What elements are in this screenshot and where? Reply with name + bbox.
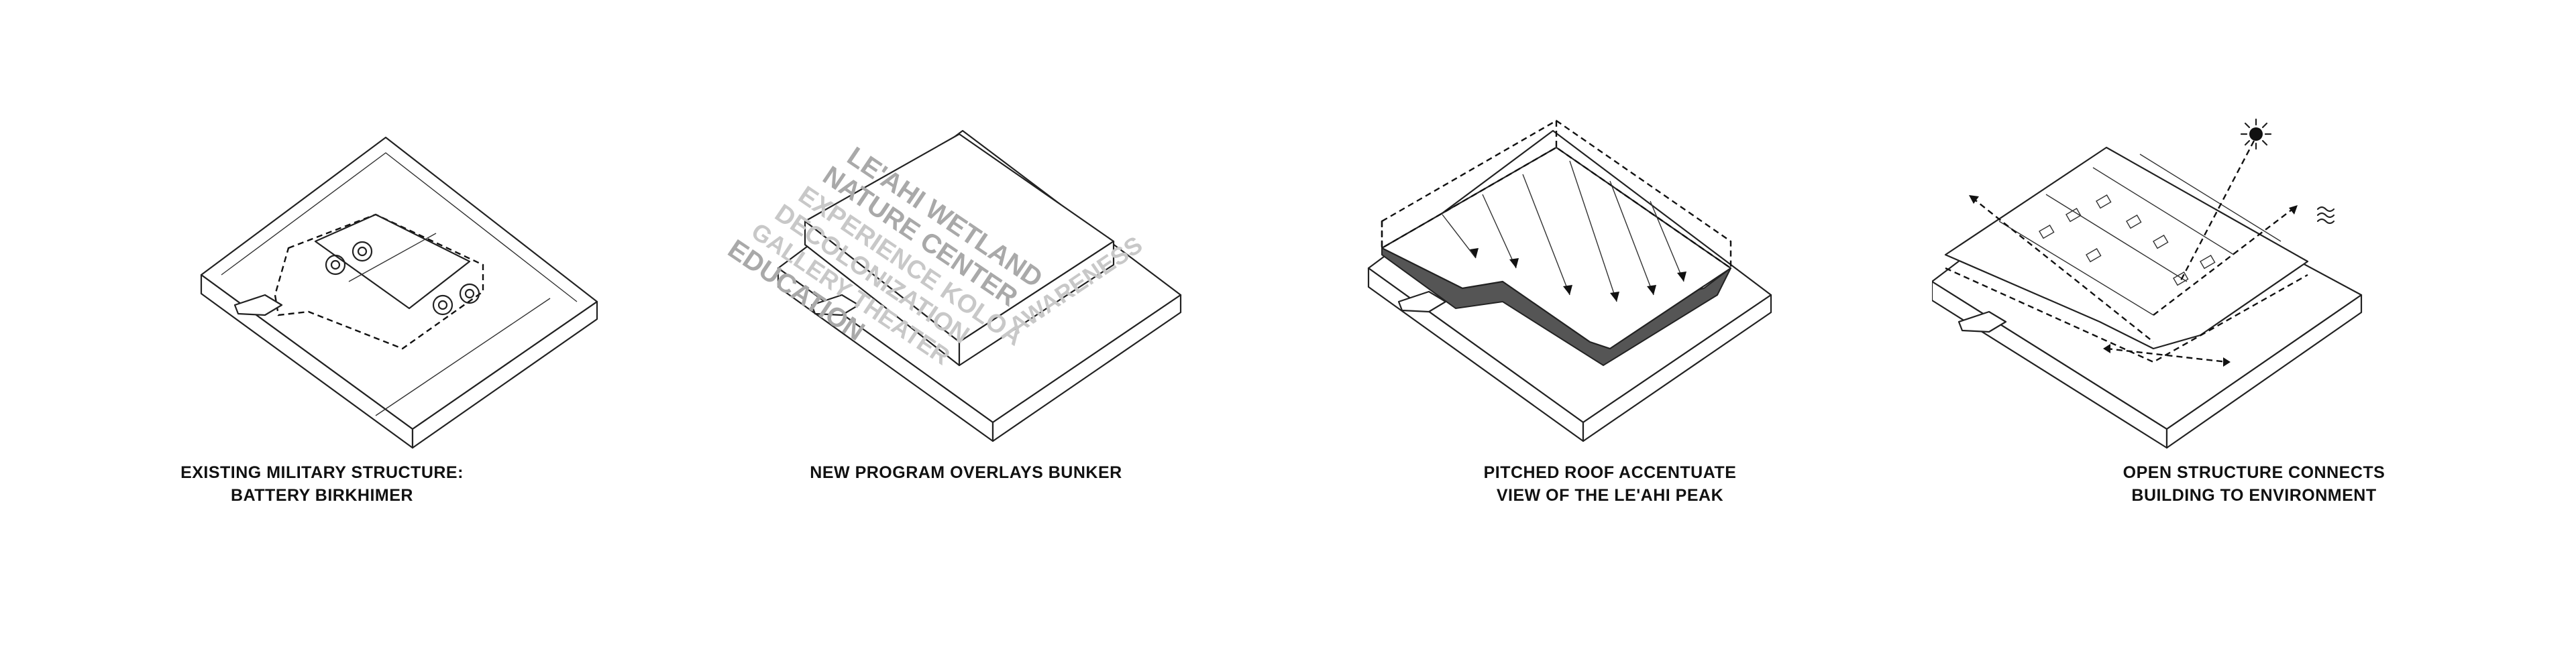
diagram-open-structure (1932, 118, 2363, 449)
caption-panel-2: NEW PROGRAM OVERLAYS BUNKER (644, 461, 1288, 484)
program-box (804, 133, 1115, 367)
open-roof (1944, 146, 2309, 363)
bunker-outline (233, 213, 484, 350)
panel-existing-structure: EXISTING MILITARY STRUCTURE: BATTERY BIR… (0, 0, 644, 661)
caption-line-1: EXISTING MILITARY STRUCTURE: (180, 463, 464, 482)
caption-line-1: OPEN STRUCTURE CONNECTS (2123, 463, 2385, 482)
caption-line-2: VIEW OF THE LE'AHI PEAK (1496, 486, 1724, 505)
caption-line-1: NEW PROGRAM OVERLAYS BUNKER (810, 463, 1122, 482)
flow-arrows (1969, 140, 2298, 367)
wind-icon (2316, 206, 2335, 225)
sun-icon (2240, 118, 2272, 150)
panel-new-program: LE'AHI WETLAND NATURE CENTER EXPERIENCE … (644, 0, 1288, 661)
diagram-program-overlay: LE'AHI WETLAND NATURE CENTER EXPERIENCE … (722, 129, 1182, 442)
caption-line-2: BATTERY BIRKHIMER (231, 486, 413, 505)
terrain-base (200, 136, 598, 449)
panel-open-structure: OPEN STRUCTURE CONNECTS BUILDING TO ENVI… (1932, 0, 2576, 661)
caption-panel-1: EXISTING MILITARY STRUCTURE: BATTERY BIR… (0, 461, 644, 507)
caption-panel-4: OPEN STRUCTURE CONNECTS BUILDING TO ENVI… (1932, 461, 2576, 507)
diagram-pitched-roof (1367, 119, 1772, 442)
panel-pitched-roof: PITCHED ROOF ACCENTUATE VIEW OF THE LE'A… (1288, 0, 1932, 661)
caption-line-2: BUILDING TO ENVIRONMENT (2131, 486, 2377, 505)
view-arrows (1442, 160, 1686, 302)
roof-openings (2039, 194, 2216, 286)
diagram-existing-bunker (200, 136, 598, 449)
caption-line-1: PITCHED ROOF ACCENTUATE (1483, 463, 1737, 482)
pitched-roof (1381, 119, 1732, 350)
caption-panel-3: PITCHED ROOF ACCENTUATE VIEW OF THE LE'A… (1288, 461, 1932, 507)
